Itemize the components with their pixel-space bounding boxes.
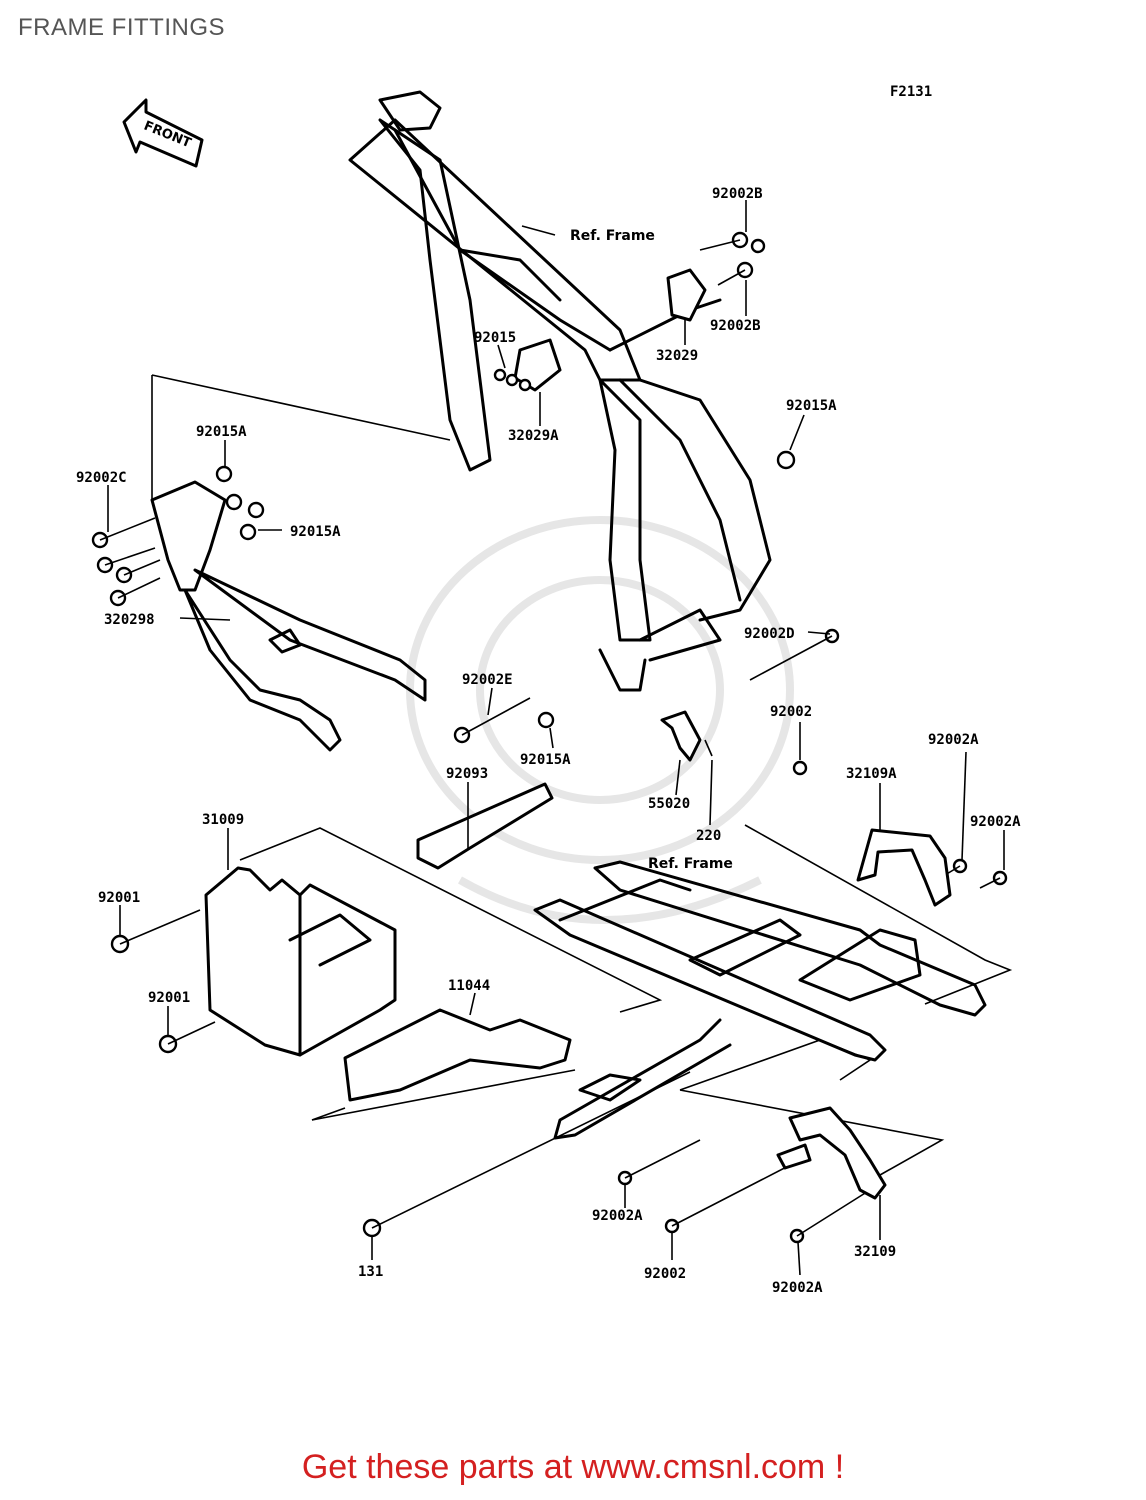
part-32029-plate xyxy=(666,268,707,322)
label-92002B-b: 92002B xyxy=(710,318,761,334)
label-32029: 32029 xyxy=(656,348,698,364)
part-11044-cover xyxy=(343,1008,572,1102)
label-92002B-a: 92002B xyxy=(712,186,763,202)
front-arrow-icon: FRONT xyxy=(122,98,204,168)
part-32109-bracket xyxy=(788,1106,887,1200)
label-92015A-right: 92015A xyxy=(786,398,837,414)
label-92015A-low: 92015A xyxy=(520,752,571,768)
watermark-logo xyxy=(406,516,794,924)
part-32029A-plate xyxy=(513,338,562,392)
bolt-icons xyxy=(91,231,1008,1244)
page-title: FRAME FITTINGS xyxy=(18,14,225,41)
part-32109A-bracket xyxy=(856,828,952,907)
label-32029A: 32029A xyxy=(508,428,559,444)
ref-frame-bottom: Ref. Frame xyxy=(648,856,733,872)
label-92002A-b: 92002A xyxy=(970,814,1021,830)
part-92002-spacer xyxy=(776,1143,812,1170)
part-320298-bracket xyxy=(150,480,427,752)
label-92001-a: 92001 xyxy=(98,890,140,906)
ref-frame-top: Ref. Frame xyxy=(570,228,655,244)
label-31009: 31009 xyxy=(202,812,244,828)
label-92093: 92093 xyxy=(446,766,488,782)
part-92093-bracket xyxy=(416,782,554,870)
label-92015A-left: 92015A xyxy=(196,424,247,440)
label-32109A: 32109A xyxy=(846,766,897,782)
label-92002A-d: 92002A xyxy=(772,1280,823,1296)
label-92002E: 92002E xyxy=(462,672,513,688)
main-frame xyxy=(348,90,772,692)
label-92002-b: 92002 xyxy=(644,1266,686,1282)
label-55020: 55020 xyxy=(648,796,690,812)
footer-promo-text: Get these parts at www.cmsnl.com ! xyxy=(301,1448,845,1486)
part-55020-clamp xyxy=(660,710,702,762)
lower-subframe xyxy=(533,860,987,1140)
label-92015A-mid: 92015A xyxy=(290,524,341,540)
label-220: 220 xyxy=(696,828,721,844)
label-92002D: 92002D xyxy=(744,626,795,642)
figure-code: F2131 xyxy=(890,84,932,100)
label-11044: 11044 xyxy=(448,978,490,994)
label-92001-b: 92001 xyxy=(148,990,190,1006)
label-32109: 32109 xyxy=(854,1244,896,1260)
label-320298: 320298 xyxy=(104,612,155,628)
label-131: 131 xyxy=(358,1264,383,1280)
label-92002A-a: 92002A xyxy=(928,732,979,748)
label-92002-a: 92002 xyxy=(770,704,812,720)
label-92002C: 92002C xyxy=(76,470,127,486)
exploded-diagram: FRONT xyxy=(76,84,1021,1296)
label-92002A-c: 92002A xyxy=(592,1208,643,1224)
label-92015: 92015 xyxy=(474,330,516,346)
leader-lines xyxy=(107,200,1005,1276)
part-31009-battery-case xyxy=(204,866,397,1057)
